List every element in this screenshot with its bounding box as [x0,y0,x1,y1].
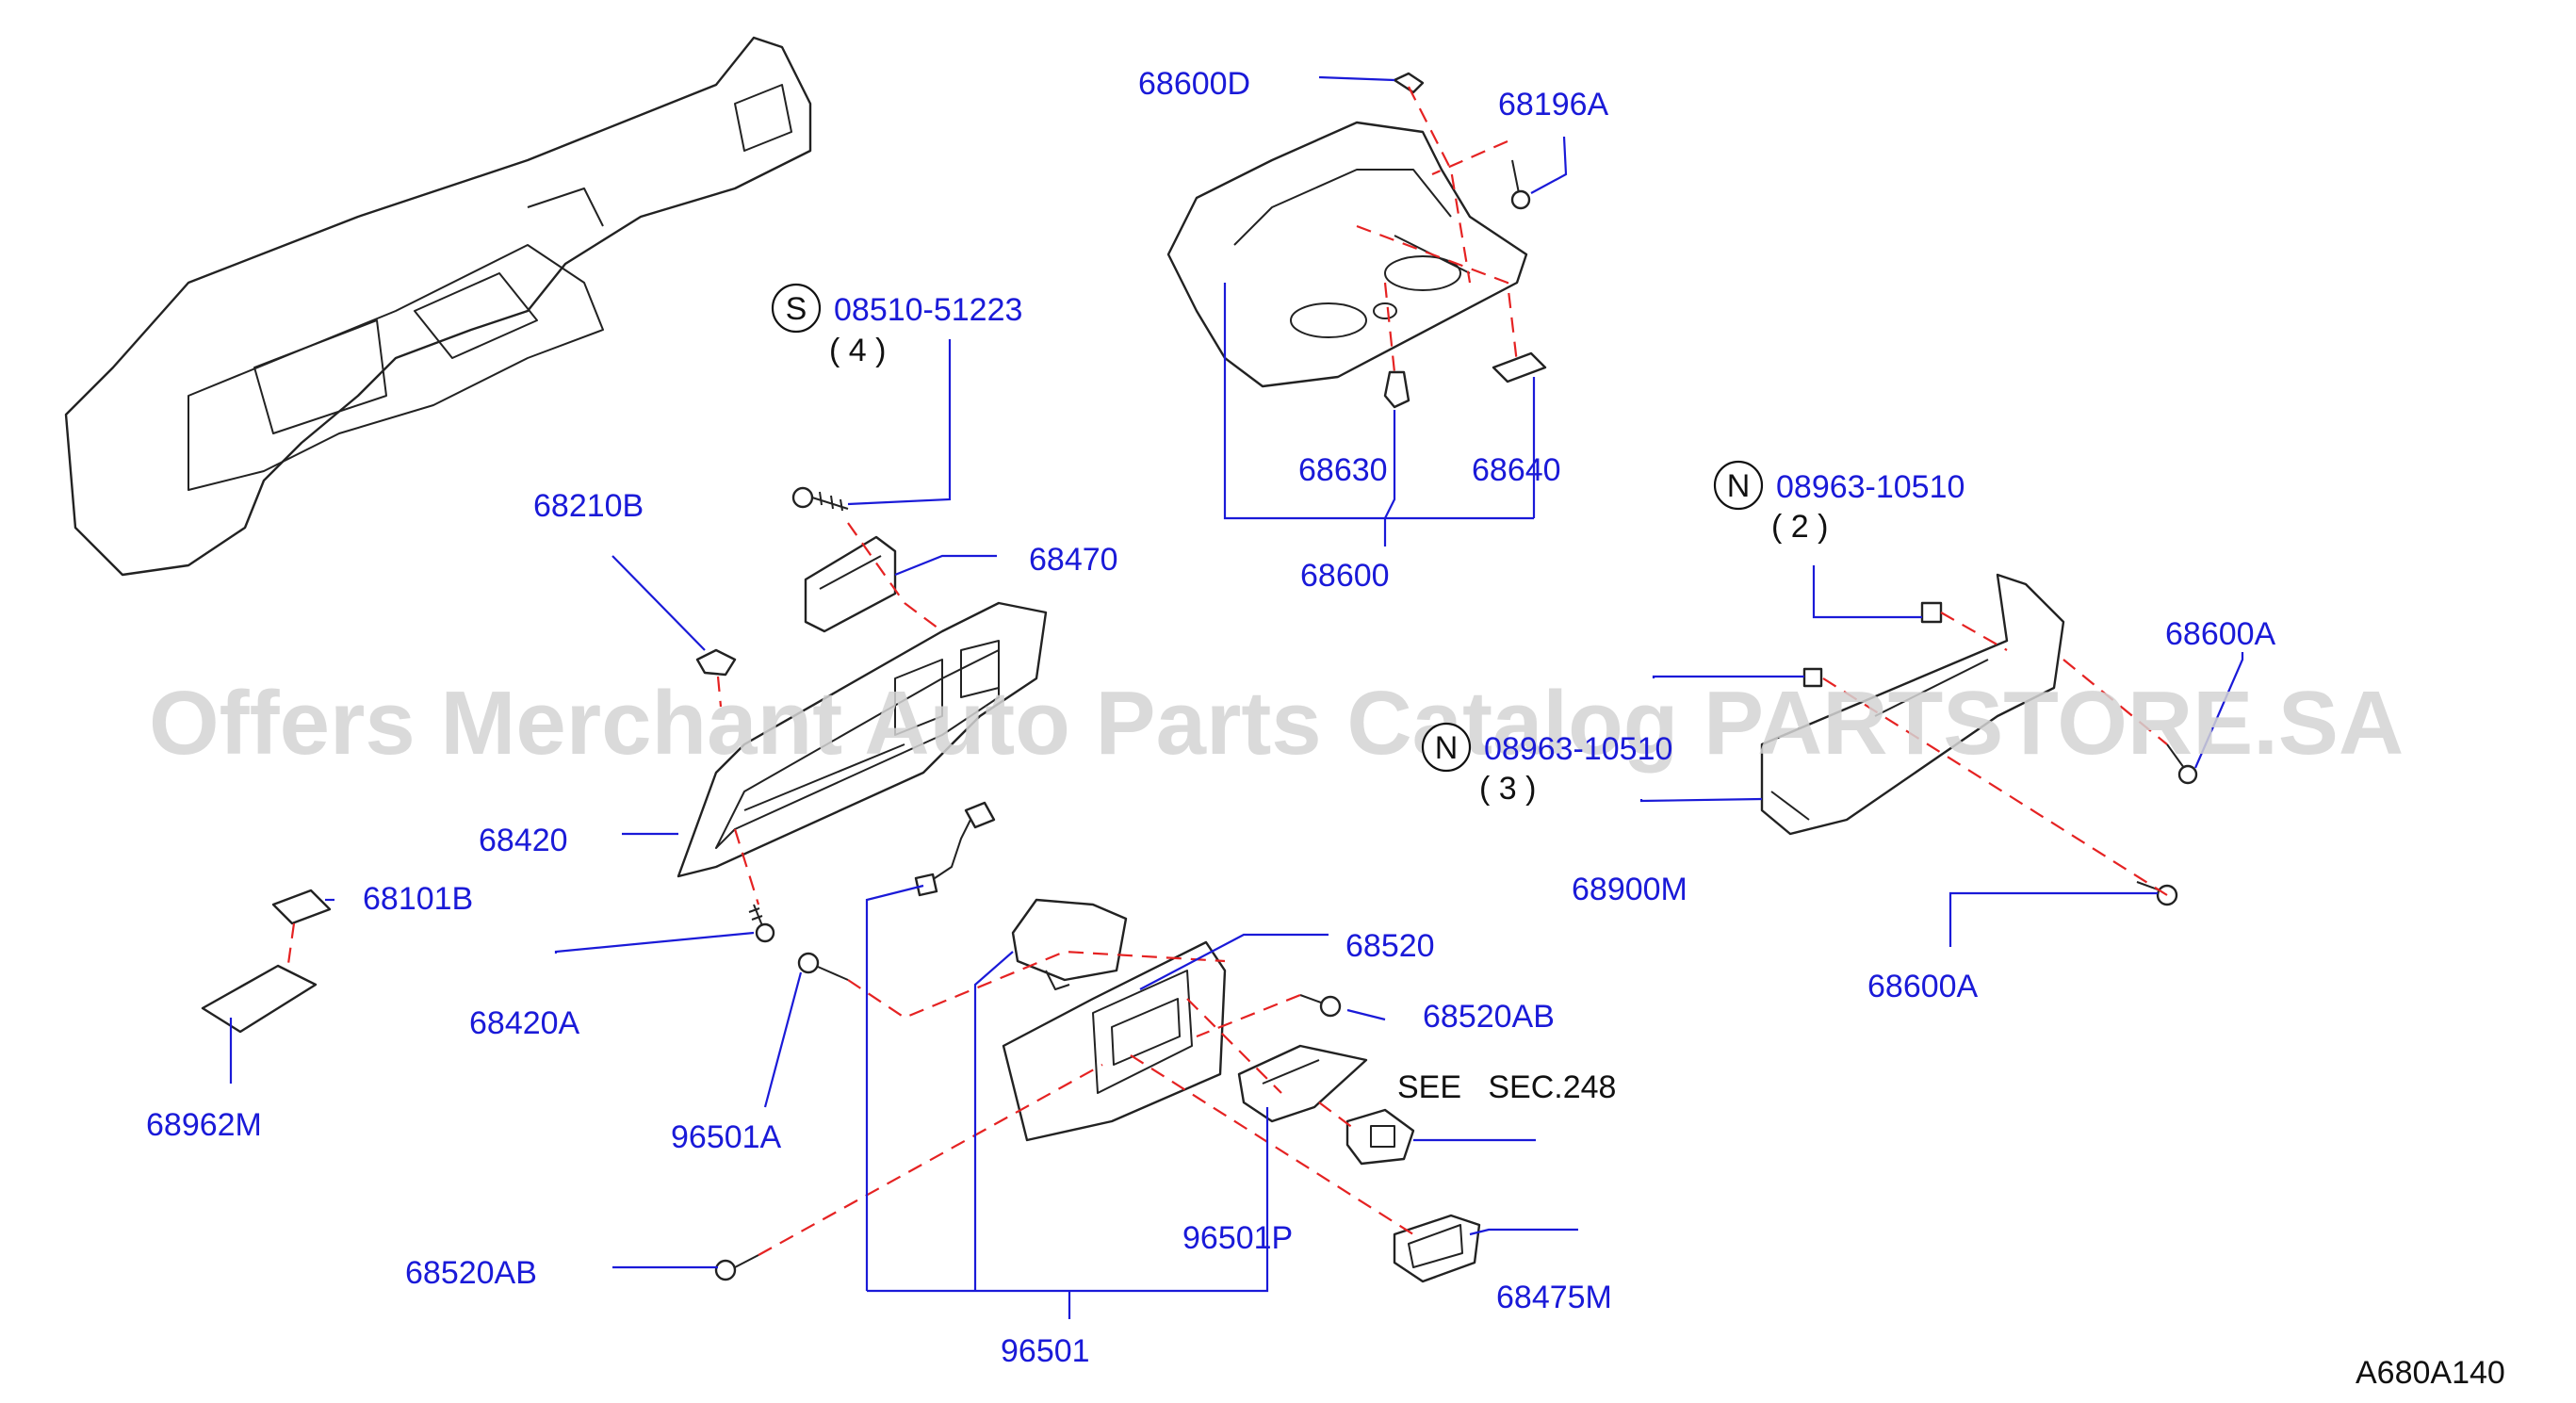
leader-lines [229,75,2244,1319]
label-68470[interactable]: 68470 [1029,542,1118,578]
screw-96501a-drawing [797,952,849,981]
watermark: Offers Merchant Auto Parts Catalog PARTS… [149,673,2404,774]
n-upper-part-number[interactable]: 08963-10510 [1776,469,1965,505]
screw-s-drawing [791,486,849,512]
cluster-lid-drawing [677,601,1048,878]
s-symbol: S [786,291,807,327]
label-68600[interactable]: 68600 [1300,558,1390,594]
glove-box-drawing [1166,121,1528,388]
lighter-sec248-drawing [1345,1108,1415,1166]
callout-s-bolt: S 08510-51223 ( 4 ) [771,283,1022,368]
s-quantity: ( 4 ) [829,333,886,368]
n-upper-symbol-circle [1713,460,1764,511]
see-section-note: SEE SEC.248 [1397,1069,1616,1105]
ashtray-96501p-drawing [1237,1044,1368,1123]
label-68520ab-top[interactable]: 68520AB [1423,999,1555,1035]
clip-68101b-drawing [271,889,332,925]
label-68600a-bottom[interactable]: 68600A [1867,969,1979,1004]
clip-68600d-drawing [1393,72,1425,94]
n-lower-part-number[interactable]: 08963-10510 [1484,731,1672,767]
label-68210b[interactable]: 68210B [533,488,644,524]
diagram-reference-code: A680A140 [2356,1355,2505,1391]
screw-68520ab-top-drawing [1299,994,1342,1018]
label-68520ab-bottom[interactable]: 68520AB [405,1255,537,1291]
label-68962m[interactable]: 68962M [146,1107,262,1143]
assembly-lines [285,86,2168,1256]
n-upper-symbol: N [1727,468,1751,504]
label-68600a-top[interactable]: 68600A [2165,616,2276,652]
finisher-96501-drawing [1002,940,1227,1142]
screw-68600a-top-drawing [2166,743,2198,785]
label-68520[interactable]: 68520 [1345,928,1435,964]
label-68196a[interactable]: 68196A [1498,87,1609,122]
label-68420a[interactable]: 68420A [469,1005,580,1041]
n-lower-symbol-circle [1421,722,1472,773]
label-68900m[interactable]: 68900M [1572,872,1687,907]
label-68475m[interactable]: 68475M [1496,1280,1612,1315]
nut-upper-drawing [1920,601,1943,624]
n-lower-symbol: N [1435,730,1459,766]
label-68630[interactable]: 68630 [1298,452,1388,488]
screw-68520ab-bottom-drawing [714,1254,759,1281]
label-68420[interactable]: 68420 [479,823,568,858]
pad-68962m-drawing [201,964,318,1034]
s-part-number[interactable]: 08510-51223 [834,292,1022,328]
wire-harness-drawing [914,801,996,897]
callout-n-nut-lower: N 08963-10510 ( 3 ) [1421,722,1672,807]
s-symbol-circle [771,283,822,334]
n-lower-quantity: ( 3 ) [1479,771,1536,807]
label-96501a[interactable]: 96501A [671,1119,782,1155]
callout-n-nut-upper: N 08963-10510 ( 2 ) [1713,460,1965,545]
lower-cover-68900m-drawing [1760,573,2065,836]
n-upper-quantity: ( 2 ) [1771,509,1828,545]
label-68101b[interactable]: 68101B [363,881,473,917]
part-labels: 68600D 68196A 68630 68640 68600 68210B 6… [146,66,2276,1369]
label-68640[interactable]: 68640 [1472,452,1561,488]
clip-68210b-drawing [695,648,737,677]
label-68600d[interactable]: 68600D [1138,66,1250,102]
label-96501p[interactable]: 96501P [1182,1220,1293,1256]
screw-68420a-drawing [748,904,775,943]
pocket-68475m-drawing [1393,1214,1481,1283]
bulb-68630-drawing [1383,370,1410,409]
switch-68640-drawing [1492,351,1547,383]
instrument-panel-drawing [64,36,812,577]
screw-68196a-drawing [1510,159,1531,210]
bracket-68520-drawing [1011,898,1128,990]
label-96501[interactable]: 96501 [1001,1333,1090,1369]
bracket-68470-drawing [804,535,897,633]
